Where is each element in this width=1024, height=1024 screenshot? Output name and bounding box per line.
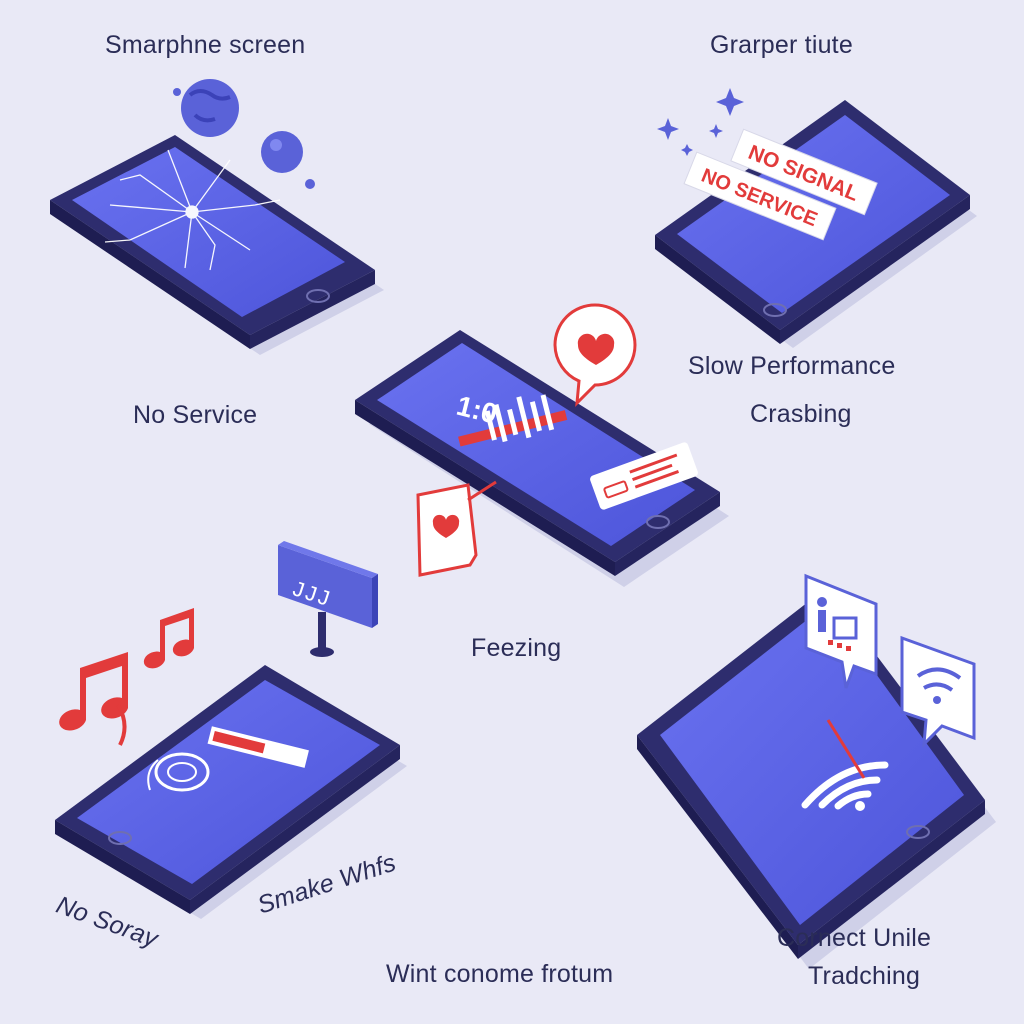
music-note-icon xyxy=(59,608,194,746)
phone-wifi xyxy=(637,588,996,969)
error-dialog xyxy=(590,442,698,510)
label-smartphone-screen: Smarphne screen xyxy=(105,31,306,59)
bubble-icon xyxy=(261,131,315,189)
label-grarper-tiute: Grarper tiute xyxy=(710,31,853,59)
wifi-chat-icon xyxy=(900,635,976,748)
wifi-icon xyxy=(801,761,889,811)
phone-cracked-screen xyxy=(50,135,384,355)
label-tradching: Tradching xyxy=(808,962,921,990)
sparkle-icon xyxy=(657,88,744,156)
speaker-icon xyxy=(147,752,210,792)
label-cornect-unile: Cornect Unile xyxy=(777,924,932,952)
audio-slider xyxy=(207,726,309,768)
planet-icon xyxy=(173,79,239,137)
heart-chat-icon xyxy=(553,303,637,407)
glitch-bar xyxy=(458,394,568,447)
label-crashing: Crasbing xyxy=(750,400,852,428)
heart-chat-icon-small xyxy=(416,480,497,577)
label-wint-conome: Wint conome frotum xyxy=(386,960,614,988)
label-no-service: No Service xyxy=(133,401,258,429)
cracked-screen-icon xyxy=(104,149,281,271)
monitor-icon: JJJ xyxy=(278,541,378,657)
phone-no-signal: NO SIGNAL NO SERVICE xyxy=(655,100,977,348)
person-chart-icon xyxy=(804,573,878,689)
phone-no-sound xyxy=(55,665,407,919)
label-freezing: Feezing xyxy=(471,634,562,662)
label-slow-performance: Slow Performance xyxy=(688,352,896,380)
phone-freezing: 1:0 xyxy=(355,330,729,587)
